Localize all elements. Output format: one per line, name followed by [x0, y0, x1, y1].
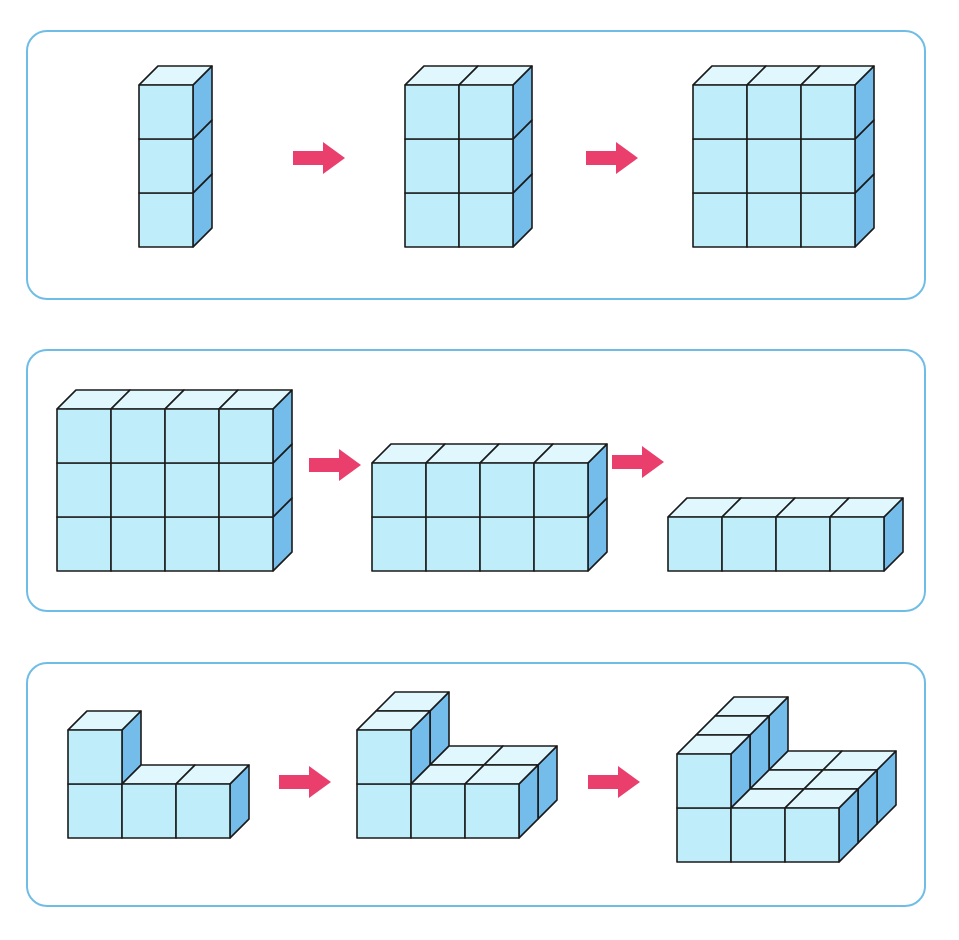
cube-front-face: [356, 783, 412, 839]
cube-front-face: [138, 84, 194, 140]
cube-front-face: [356, 729, 412, 785]
cube-front-face: [730, 807, 786, 863]
arrow-right-icon: [612, 446, 664, 478]
figure-block-4x2: [371, 443, 608, 572]
cube-front-face: [800, 84, 856, 140]
cube-front-face: [56, 462, 112, 518]
cube-front-face: [746, 192, 802, 248]
cube-front-face: [746, 84, 802, 140]
cube-front-face: [164, 462, 220, 518]
cube: [533, 443, 608, 518]
cube-front-face: [218, 462, 274, 518]
cube-front-face: [56, 408, 112, 464]
cube-front-face: [676, 807, 732, 863]
arrow-shape: [309, 449, 361, 481]
cube: [218, 389, 293, 464]
cube-front-face: [800, 138, 856, 194]
cube: [458, 65, 533, 140]
figure-column-1x3: [138, 65, 213, 248]
cube-front-face: [676, 753, 732, 809]
arrow-shape: [293, 142, 345, 174]
cube-front-face: [110, 408, 166, 464]
cube-front-face: [784, 807, 840, 863]
arrow-shape: [586, 142, 638, 174]
cube-front-face: [164, 408, 220, 464]
cube-front-face: [479, 516, 535, 572]
cube: [138, 65, 213, 140]
cube-front-face: [175, 783, 231, 839]
cube-front-face: [692, 84, 748, 140]
cube-front-face: [110, 462, 166, 518]
arrow-right-icon: [293, 142, 345, 174]
cube-front-face: [425, 462, 481, 518]
arrow-shape: [588, 766, 640, 798]
cube-front-face: [464, 783, 520, 839]
panel-2: [26, 349, 926, 612]
cube-front-face: [110, 516, 166, 572]
figure-row-4x1: [667, 497, 904, 572]
panel-3: [26, 662, 926, 907]
cube: [676, 734, 751, 809]
cube-front-face: [164, 516, 220, 572]
cube: [175, 764, 250, 839]
cube: [829, 497, 904, 572]
figure-l-shape-depth-3: [676, 696, 897, 863]
cube-front-face: [746, 138, 802, 194]
figure-block-2x3: [404, 65, 533, 248]
cube-front-face: [218, 516, 274, 572]
figure-l-shape-depth-1: [67, 710, 250, 839]
cube-front-face: [410, 783, 466, 839]
cube: [784, 788, 859, 863]
cube-front-face: [56, 516, 112, 572]
cube-front-face: [371, 516, 427, 572]
figure-block-4x3: [56, 389, 293, 572]
cube-front-face: [121, 783, 177, 839]
cube-front-face: [67, 729, 123, 785]
cube-front-face: [692, 138, 748, 194]
cube-front-face: [458, 138, 514, 194]
cube-front-face: [371, 462, 427, 518]
arrow-shape: [279, 766, 331, 798]
cube: [464, 764, 539, 839]
cube: [800, 65, 875, 140]
cube-front-face: [425, 516, 481, 572]
arrow-right-icon: [279, 766, 331, 798]
cube-front-face: [458, 84, 514, 140]
arrow-shape: [612, 446, 664, 478]
cube-front-face: [721, 516, 777, 572]
cube-front-face: [458, 192, 514, 248]
cube-front-face: [138, 192, 194, 248]
cube-front-face: [67, 783, 123, 839]
panel-1: [26, 30, 926, 300]
cube: [356, 710, 431, 785]
cube-front-face: [692, 192, 748, 248]
cube-front-face: [404, 192, 460, 248]
cube-front-face: [800, 192, 856, 248]
arrow-right-icon: [309, 449, 361, 481]
cube-front-face: [667, 516, 723, 572]
arrow-right-icon: [586, 142, 638, 174]
figure-block-3x3: [692, 65, 875, 248]
cube-front-face: [533, 462, 589, 518]
arrow-right-icon: [588, 766, 640, 798]
figure-l-shape-depth-2: [356, 691, 558, 839]
cube-front-face: [404, 84, 460, 140]
cube-front-face: [218, 408, 274, 464]
cube-front-face: [775, 516, 831, 572]
cube-front-face: [138, 138, 194, 194]
cube: [67, 710, 142, 785]
cube-front-face: [829, 516, 885, 572]
cube-front-face: [533, 516, 589, 572]
cube-front-face: [404, 138, 460, 194]
cube-front-face: [479, 462, 535, 518]
